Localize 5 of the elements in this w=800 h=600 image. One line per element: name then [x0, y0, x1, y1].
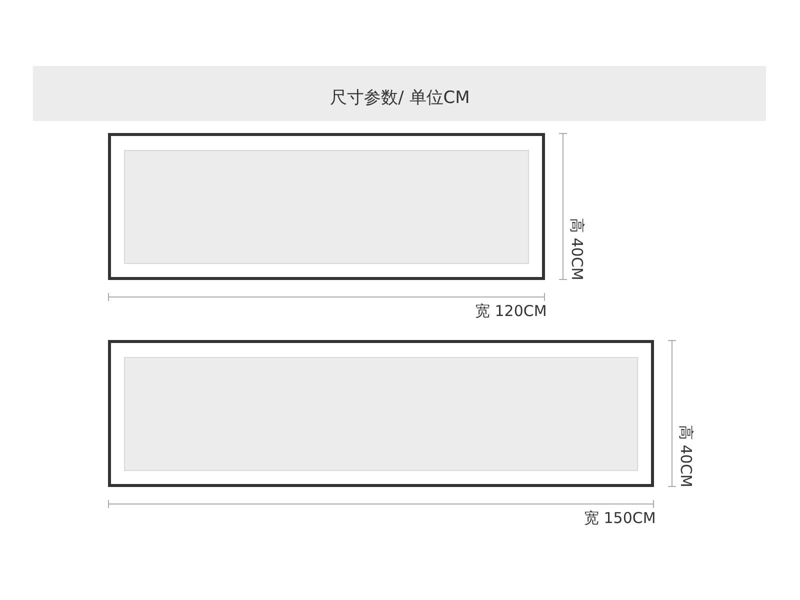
dimension-label: 高 40CM [569, 218, 584, 280]
dimension-label: 宽 120CM [475, 304, 547, 319]
title: 尺寸参数/ 单位CM [329, 87, 471, 109]
dimension-label: 宽 150CM [584, 511, 656, 526]
dimension-label: 高 40CM [678, 425, 693, 488]
